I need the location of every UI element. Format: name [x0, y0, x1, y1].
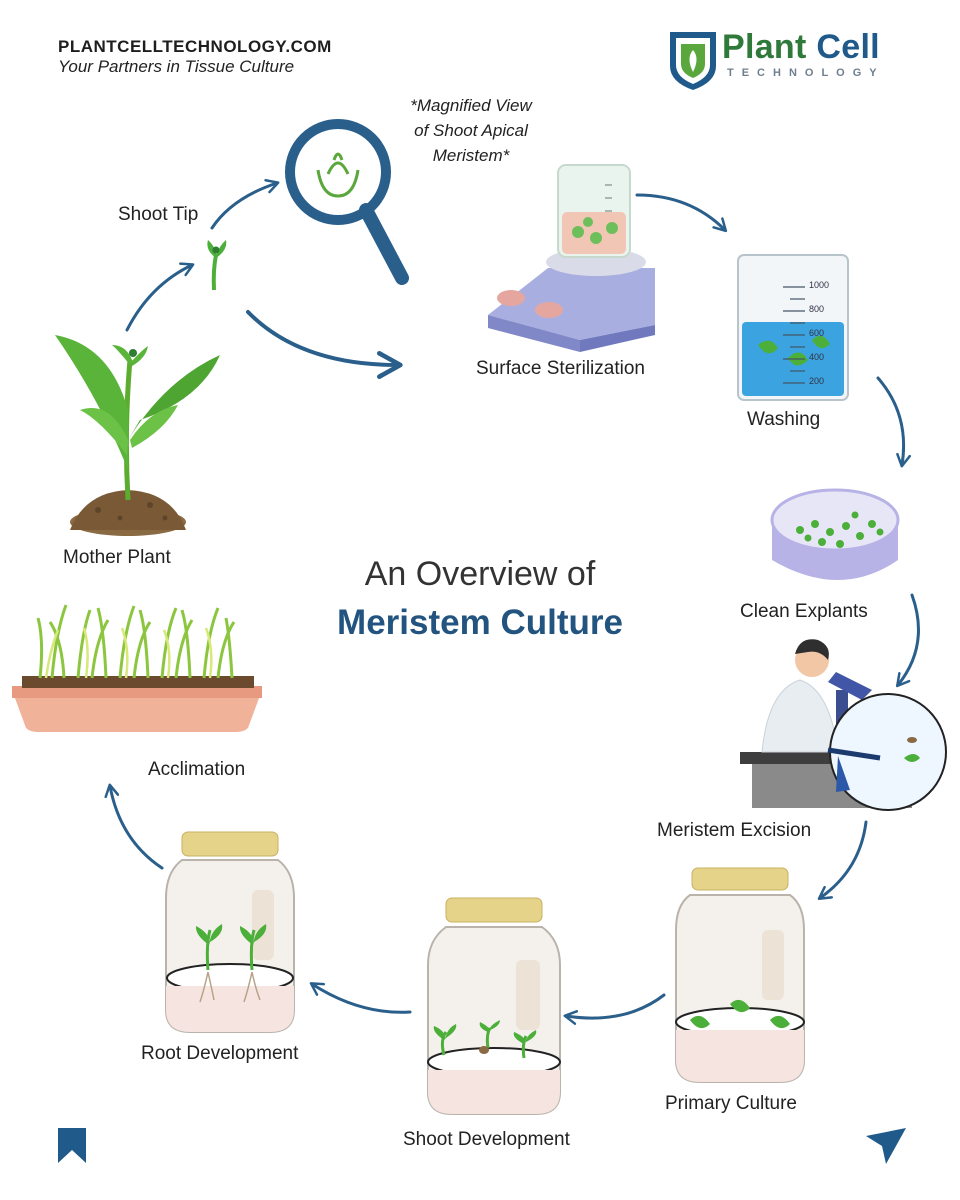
site-url[interactable]: PLANTCELLTECHNOLOGY.COM	[58, 37, 332, 56]
logo-word-cell: Cell	[816, 28, 880, 66]
primary-culture-jar-illustration	[675, 867, 805, 1083]
logo-word-plant: Plant	[722, 28, 807, 66]
flow-arrows	[104, 178, 920, 1025]
arrow-shoot-tip-to-magnifier	[210, 178, 280, 230]
magnified-note-line-3: Meristem*	[432, 146, 510, 165]
label-mother-plant: Mother Plant	[63, 547, 171, 568]
arrow-shoot-dev-to-root-dev	[309, 982, 412, 1014]
label-shoot-development: Shoot Development	[403, 1129, 570, 1150]
arrow-mother-to-shoot-tip	[125, 262, 195, 332]
title-line-2: Meristem Culture	[337, 603, 623, 642]
label-washing: Washing	[747, 409, 821, 430]
title-line-1: An Overview of	[364, 555, 596, 593]
arrow-washing-to-explants	[876, 376, 911, 468]
arrow-root-dev-to-acclimation	[104, 783, 164, 870]
beaker-scale-1000: 1000	[809, 280, 830, 290]
beaker-scale-800: 800	[809, 304, 825, 314]
beaker-scale-600: 600	[809, 328, 825, 338]
label-meristem-excision: Meristem Excision	[657, 820, 812, 841]
logo-wordmark: Plant Cell	[722, 28, 880, 67]
send-icon[interactable]	[866, 1128, 906, 1164]
magnified-note-line-1: *Magnified View	[410, 96, 532, 115]
shoot-development-jar-illustration	[427, 897, 561, 1115]
acclimation-tray-illustration	[12, 604, 262, 732]
shoot-tip-illustration	[207, 240, 227, 291]
arrow-to-surface-sterilization	[246, 310, 403, 379]
arrow-sterilization-to-washing	[635, 193, 728, 233]
arrow-primary-to-shoot-dev	[563, 993, 666, 1025]
arrow-explants-to-excision	[895, 593, 920, 688]
beaker-scale-400: 400	[809, 352, 825, 362]
site-tagline: Your Partners in Tissue Culture	[58, 57, 295, 76]
petri-dish-illustration	[770, 488, 900, 580]
magnified-note-line-2: of Shoot Apical	[414, 121, 528, 140]
label-acclimation: Acclimation	[148, 759, 246, 780]
hot-plate-stirrer-illustration	[488, 164, 655, 352]
beaker-scale-200: 200	[809, 376, 825, 386]
label-surface-sterilization: Surface Sterilization	[476, 358, 645, 379]
logo-subtitle: TECHNOLOGY	[727, 67, 885, 79]
bookmark-icon[interactable]	[58, 1128, 86, 1163]
mother-plant-illustration	[55, 335, 220, 536]
label-clean-explants: Clean Explants	[740, 601, 868, 622]
arrow-excision-to-primary	[817, 820, 868, 900]
label-primary-culture: Primary Culture	[665, 1093, 797, 1114]
label-shoot-tip: Shoot Tip	[118, 204, 199, 225]
magnified-view-note: *Magnified View of Shoot Apical Meristem…	[396, 93, 546, 168]
washing-beaker-illustration	[737, 254, 849, 401]
root-development-jar-illustration	[165, 831, 295, 1033]
label-root-development: Root Development	[141, 1043, 299, 1064]
magnifier-icon	[285, 119, 409, 285]
logo-shield-icon	[670, 32, 716, 90]
scientist-microscope-illustration	[740, 639, 947, 811]
